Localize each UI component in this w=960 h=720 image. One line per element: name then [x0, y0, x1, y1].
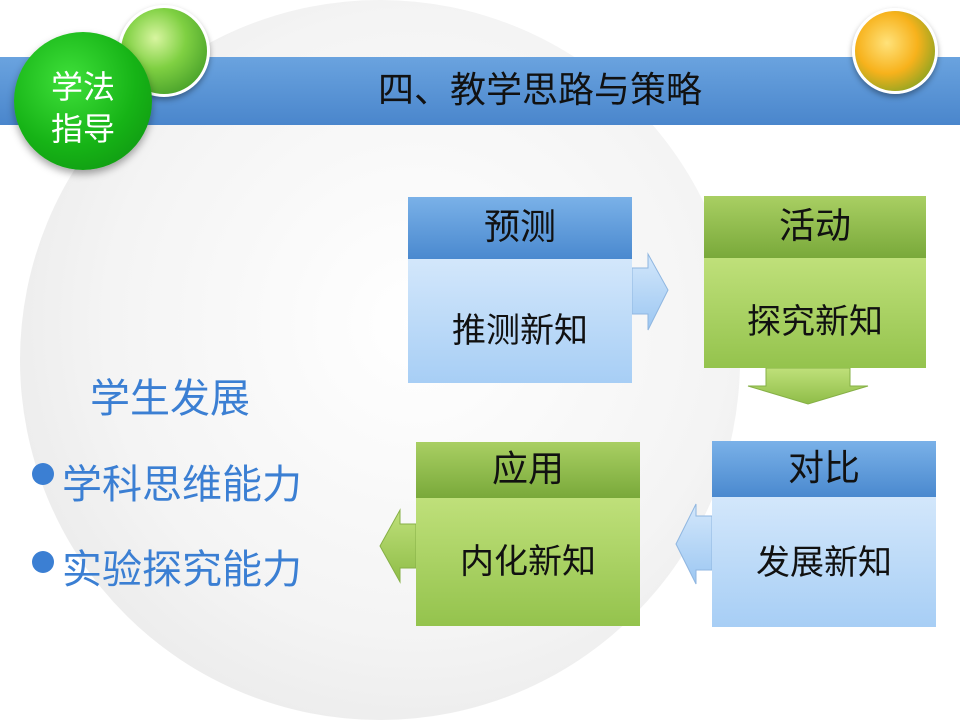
- student-item-1: 学科思维能力: [62, 462, 302, 508]
- step-activity-body: 探究新知: [704, 258, 926, 368]
- student-item-2: 实验探究能力: [62, 547, 302, 593]
- step-predict-block: 预测 推测新知: [408, 197, 632, 383]
- flower-decoration-image: [852, 8, 938, 94]
- step-activity-text: 探究新知: [747, 302, 883, 342]
- step-apply-body: 内化新知: [416, 498, 640, 626]
- step-predict-head: 预测: [408, 197, 632, 259]
- student-development-heading: 学生发展: [90, 376, 250, 422]
- step-compare-text: 发展新知: [756, 543, 892, 583]
- arrow-left-icon-2: [379, 508, 417, 584]
- step-predict-text: 推测新知: [452, 311, 588, 351]
- step-activity-head: 活动: [704, 196, 926, 258]
- arrow-left-icon: [675, 503, 713, 585]
- step-predict-body: 推测新知: [408, 259, 632, 383]
- badge-line-1: 学法: [50, 68, 115, 106]
- bullet-icon: [32, 463, 54, 485]
- study-method-badge: 学法 指导: [14, 32, 152, 170]
- bullet-icon: [32, 551, 54, 573]
- step-compare-body: 发展新知: [712, 497, 936, 627]
- arrow-down-icon: [747, 367, 869, 405]
- arrow-right-icon: [631, 252, 669, 331]
- step-apply-text: 内化新知: [460, 542, 596, 582]
- step-activity-block: 活动 探究新知: [704, 196, 926, 368]
- step-compare-block: 对比 发展新知: [712, 441, 936, 627]
- step-apply-head: 应用: [416, 442, 640, 498]
- step-compare-head: 对比: [712, 441, 936, 497]
- badge-line-2: 指导: [50, 110, 115, 148]
- step-apply-block: 应用 内化新知: [416, 442, 640, 626]
- slide-title: 四、教学思路与策略: [377, 70, 702, 111]
